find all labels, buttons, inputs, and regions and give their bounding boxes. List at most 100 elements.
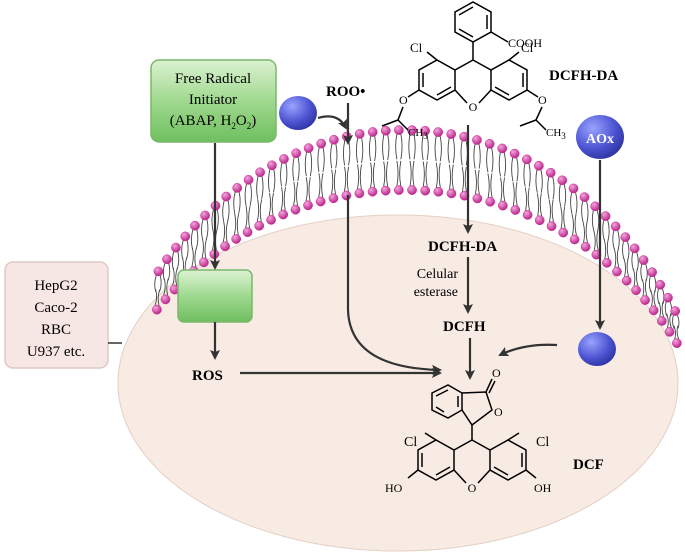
lipid-tail xyxy=(157,289,161,306)
dcf-label: DCF xyxy=(573,457,604,473)
lipid-head xyxy=(580,241,591,252)
lipid-head xyxy=(433,186,444,197)
lipid-head xyxy=(394,125,404,135)
lipid-tail xyxy=(627,240,630,260)
lipid-tail xyxy=(563,184,567,207)
lipid-tail xyxy=(259,199,263,222)
lipid-tail xyxy=(612,230,615,250)
lipid-head xyxy=(341,131,352,142)
lipid-head xyxy=(640,295,650,305)
lipid-tail xyxy=(536,193,540,217)
lipid-tail xyxy=(575,192,578,214)
lipid-tail xyxy=(356,164,360,190)
lipid-head xyxy=(590,201,601,212)
lipid-tail xyxy=(171,251,175,270)
lipid-tail xyxy=(607,219,610,240)
lipid-head xyxy=(612,266,622,277)
lipid-head xyxy=(638,255,649,265)
lipid-tail xyxy=(318,173,321,198)
lipid-tail xyxy=(498,152,501,177)
ch3-left-label: CH3 xyxy=(408,127,428,141)
lipid-tail xyxy=(540,169,543,193)
lipid-tail xyxy=(236,213,240,236)
lipid-tail xyxy=(190,229,194,249)
lipid-tail xyxy=(676,314,680,329)
lipid-tail xyxy=(296,181,299,206)
lipid-head xyxy=(546,221,557,232)
lipid-head xyxy=(153,266,164,277)
lipid-tail xyxy=(524,187,528,211)
lipid-tail xyxy=(460,140,463,166)
cl-left-label: Cl xyxy=(410,40,423,55)
lipid-head xyxy=(472,135,482,145)
lipid-tail xyxy=(201,219,204,240)
lipid-head xyxy=(509,148,520,159)
lipid-tail xyxy=(650,290,653,307)
lipid-tail xyxy=(548,199,551,223)
lipid-head xyxy=(200,210,210,221)
lipid-tail xyxy=(645,263,648,281)
lipid-tail xyxy=(408,134,411,160)
lipid-tail xyxy=(227,200,230,222)
lipid-tail xyxy=(413,134,416,160)
lipid-tail xyxy=(167,263,171,281)
lipid-head xyxy=(600,211,611,221)
lipid-tail xyxy=(657,288,660,305)
arrow-roo-to-dcf xyxy=(346,195,442,375)
lipid-tail xyxy=(273,169,276,193)
lipid-tail xyxy=(285,162,288,187)
lipid-head xyxy=(497,200,508,211)
lipid-tail xyxy=(547,176,550,200)
lipid-head xyxy=(534,215,545,226)
lipid-tail xyxy=(673,325,676,340)
dcf-cl-right-label: Cl xyxy=(536,435,549,450)
lipid-tail xyxy=(503,177,506,202)
lipid-tail xyxy=(631,252,634,271)
lipid-head xyxy=(621,275,632,286)
lipid-tail xyxy=(412,160,415,187)
lipid-head xyxy=(663,292,673,303)
lipid-tail xyxy=(512,182,515,207)
lipid-head xyxy=(522,210,533,220)
lipid-tail xyxy=(535,169,538,193)
lipid-tail xyxy=(648,276,652,293)
lipid-head xyxy=(354,129,365,139)
lipid-tail xyxy=(527,187,530,211)
lipid-tail xyxy=(560,206,563,229)
lipid-tail xyxy=(304,151,308,177)
lipid-tail xyxy=(451,164,454,190)
lipid-head xyxy=(670,306,681,316)
lipid-head xyxy=(557,175,568,186)
cell-type-label: RBC xyxy=(41,322,71,338)
lipid-tail xyxy=(271,192,274,217)
intracellular-green-box xyxy=(177,269,253,323)
lipid-tail xyxy=(511,157,514,182)
dcf-ring-o-label: O xyxy=(468,481,477,495)
lipid-head xyxy=(569,234,580,245)
lipid-tail xyxy=(382,134,385,160)
lipid-tail xyxy=(280,162,283,187)
ch3-right-label: CH3 xyxy=(546,127,566,141)
lipid-head xyxy=(433,127,444,137)
lipid-tail xyxy=(426,134,429,160)
lipid-tail xyxy=(487,173,490,198)
lipid-head xyxy=(232,183,243,193)
lipid-tail xyxy=(222,221,226,243)
lipid-tail xyxy=(305,177,308,202)
lactone-o-label: O xyxy=(494,405,503,419)
lipid-head xyxy=(367,186,378,197)
lipid-tail xyxy=(309,152,313,177)
lipid-head xyxy=(647,267,657,278)
lipid-tail xyxy=(516,157,519,182)
lipid-tail xyxy=(461,166,465,192)
lipid-head xyxy=(485,196,496,207)
lipid-tail xyxy=(539,193,543,217)
cell-cytoplasm xyxy=(117,214,679,552)
cell-type-label: HepG2 xyxy=(34,278,77,294)
lipid-tail xyxy=(571,213,574,236)
lipid-head xyxy=(291,148,302,159)
esterase-line1: Celular xyxy=(417,267,459,282)
lipid-tail xyxy=(372,162,376,188)
lipid-head xyxy=(601,258,612,268)
